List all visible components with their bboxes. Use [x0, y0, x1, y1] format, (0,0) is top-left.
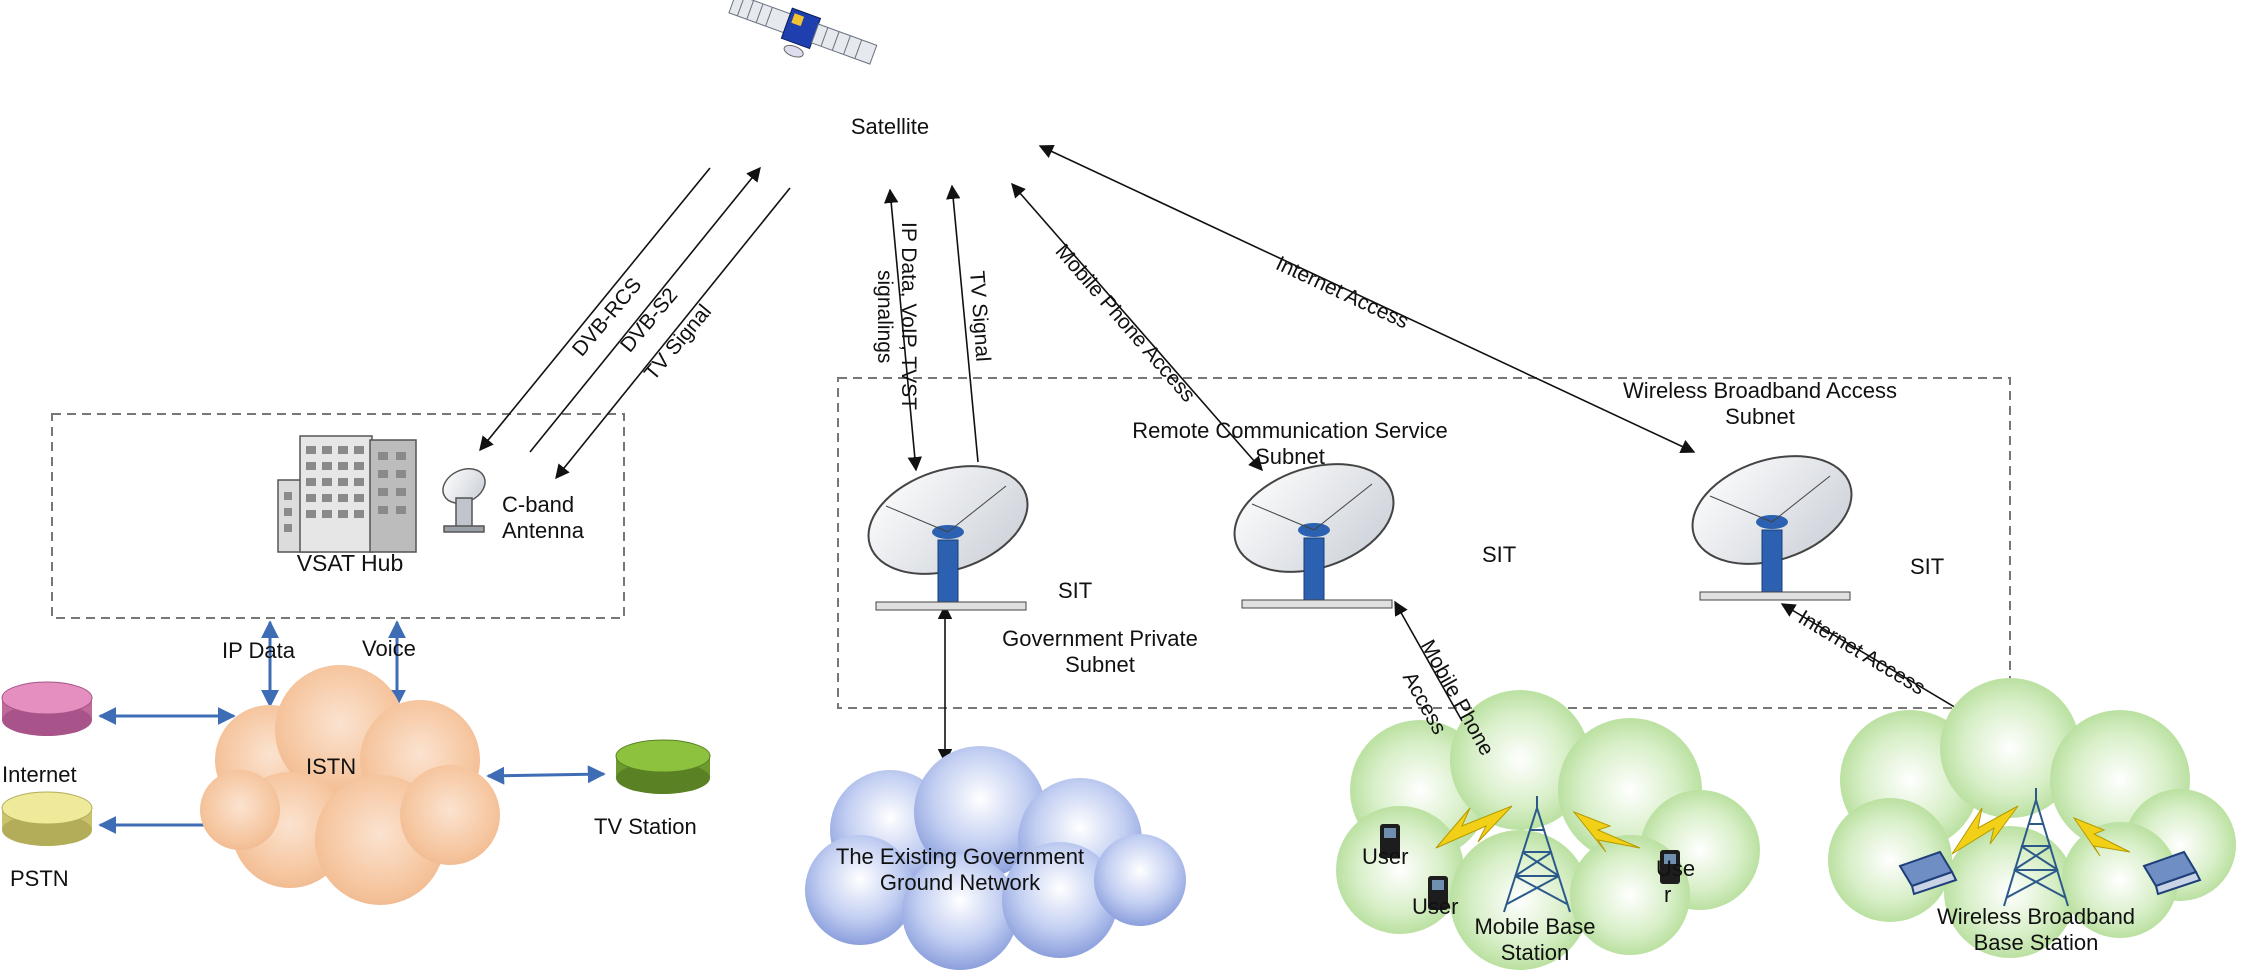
ip-data-voip-label-1: IP Data, VoIP, TVST — [897, 222, 920, 410]
mobile-base-station-label-2: Station — [1500, 940, 1570, 965]
remote-comm-subnet-label-1: Remote Communication Service — [1132, 418, 1448, 443]
internet-label: Internet — [2, 762, 77, 787]
gov-ground-network-label-1: The Existing Government — [835, 844, 1085, 869]
wireless-tower-icon — [2003, 788, 2069, 907]
sit-dish-wireless-icon — [1691, 455, 1853, 601]
mobile-base-station-label-1: Mobile Base — [1474, 914, 1596, 939]
laptop-icon — [1898, 850, 2202, 896]
phone-icon — [1380, 824, 1680, 910]
user-label-1: User — [1362, 844, 1409, 869]
gov-ground-network-label-2: Ground Network — [879, 870, 1041, 895]
voice-label: Voice — [362, 636, 416, 661]
c-band-antenna-label-2: Antenna — [502, 518, 584, 543]
pstn-disk-icon — [1, 791, 93, 846]
tv-station-label: TV Station — [594, 814, 697, 839]
gov-private-subnet-label-2: Subnet — [1065, 652, 1135, 677]
user-label-3b: r — [1664, 882, 1672, 907]
c-band-antenna-icon — [442, 468, 486, 533]
user-label-2: User — [1412, 894, 1459, 919]
tv-istn-link — [486, 765, 606, 785]
satellite-icon — [728, 0, 878, 65]
c-band-antenna-label-1: C-band — [502, 492, 575, 517]
ip-data-label: IP Data — [222, 638, 295, 663]
wireless-base-station-label-1: Wireless Broadband — [1936, 904, 2136, 929]
wireless-access-subnet-label-1: Wireless Broadband Access — [1623, 378, 1897, 403]
sit-remote-label: SIT — [1482, 542, 1517, 567]
istn-cloud-icon — [200, 665, 500, 905]
ip-data-voip-link — [884, 188, 922, 472]
pstn-label: PSTN — [10, 866, 69, 891]
sit-dish-remote-icon — [1233, 463, 1395, 609]
wireless-access-subnet-label-2: Subnet — [1725, 404, 1795, 429]
dvb-rcs-link — [479, 167, 711, 452]
remote-comm-subnet-label-2: Subnet — [1255, 444, 1325, 469]
dvb-s2-link — [529, 166, 761, 453]
sit-dish-gov-icon — [867, 465, 1029, 611]
vsat-hub-label: VSAT Hub — [296, 550, 404, 576]
tv-station-disk-icon — [615, 739, 711, 794]
vsat-hub-box — [51, 413, 625, 619]
user-label-3a: Use — [1656, 856, 1696, 881]
tv-signal-gov-link — [946, 184, 979, 463]
sit-wireless-label: SIT — [1910, 554, 1945, 579]
mobile-cloud-icon — [1336, 690, 1760, 970]
lightning-icon — [1435, 805, 2131, 857]
internet-disk-icon — [1, 681, 93, 736]
vsat-hub-building-icon — [277, 435, 417, 553]
wireless-base-station-label-2: Base Station — [1973, 930, 2099, 955]
mobile-tower-icon — [1503, 796, 1571, 913]
ip-data-voip-label-2: signalings — [873, 270, 896, 364]
sit-gov-label: SIT — [1058, 578, 1093, 603]
internet-access-sat-link — [1038, 144, 1696, 454]
gov-ground-cloud-icon — [805, 746, 1186, 970]
istn-label: ISTN — [306, 754, 357, 779]
satellite-label: Satellite — [850, 114, 930, 139]
gov-private-subnet-label-1: Government Private — [1002, 626, 1198, 651]
tv-signal-hub-link — [555, 187, 791, 480]
